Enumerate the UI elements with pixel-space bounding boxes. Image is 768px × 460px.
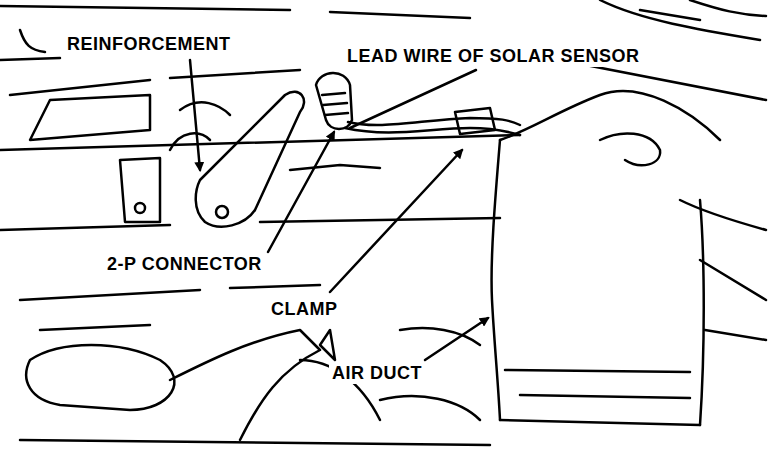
part-label: 2-P CONNECTOR (104, 253, 265, 275)
part-label: LEAD WIRE OF SOLAR SENSOR (344, 45, 643, 67)
part-label: AIR DUCT (329, 362, 425, 384)
part-label: CLAMP (268, 298, 341, 320)
part-label: REINFORCEMENT (64, 33, 234, 55)
